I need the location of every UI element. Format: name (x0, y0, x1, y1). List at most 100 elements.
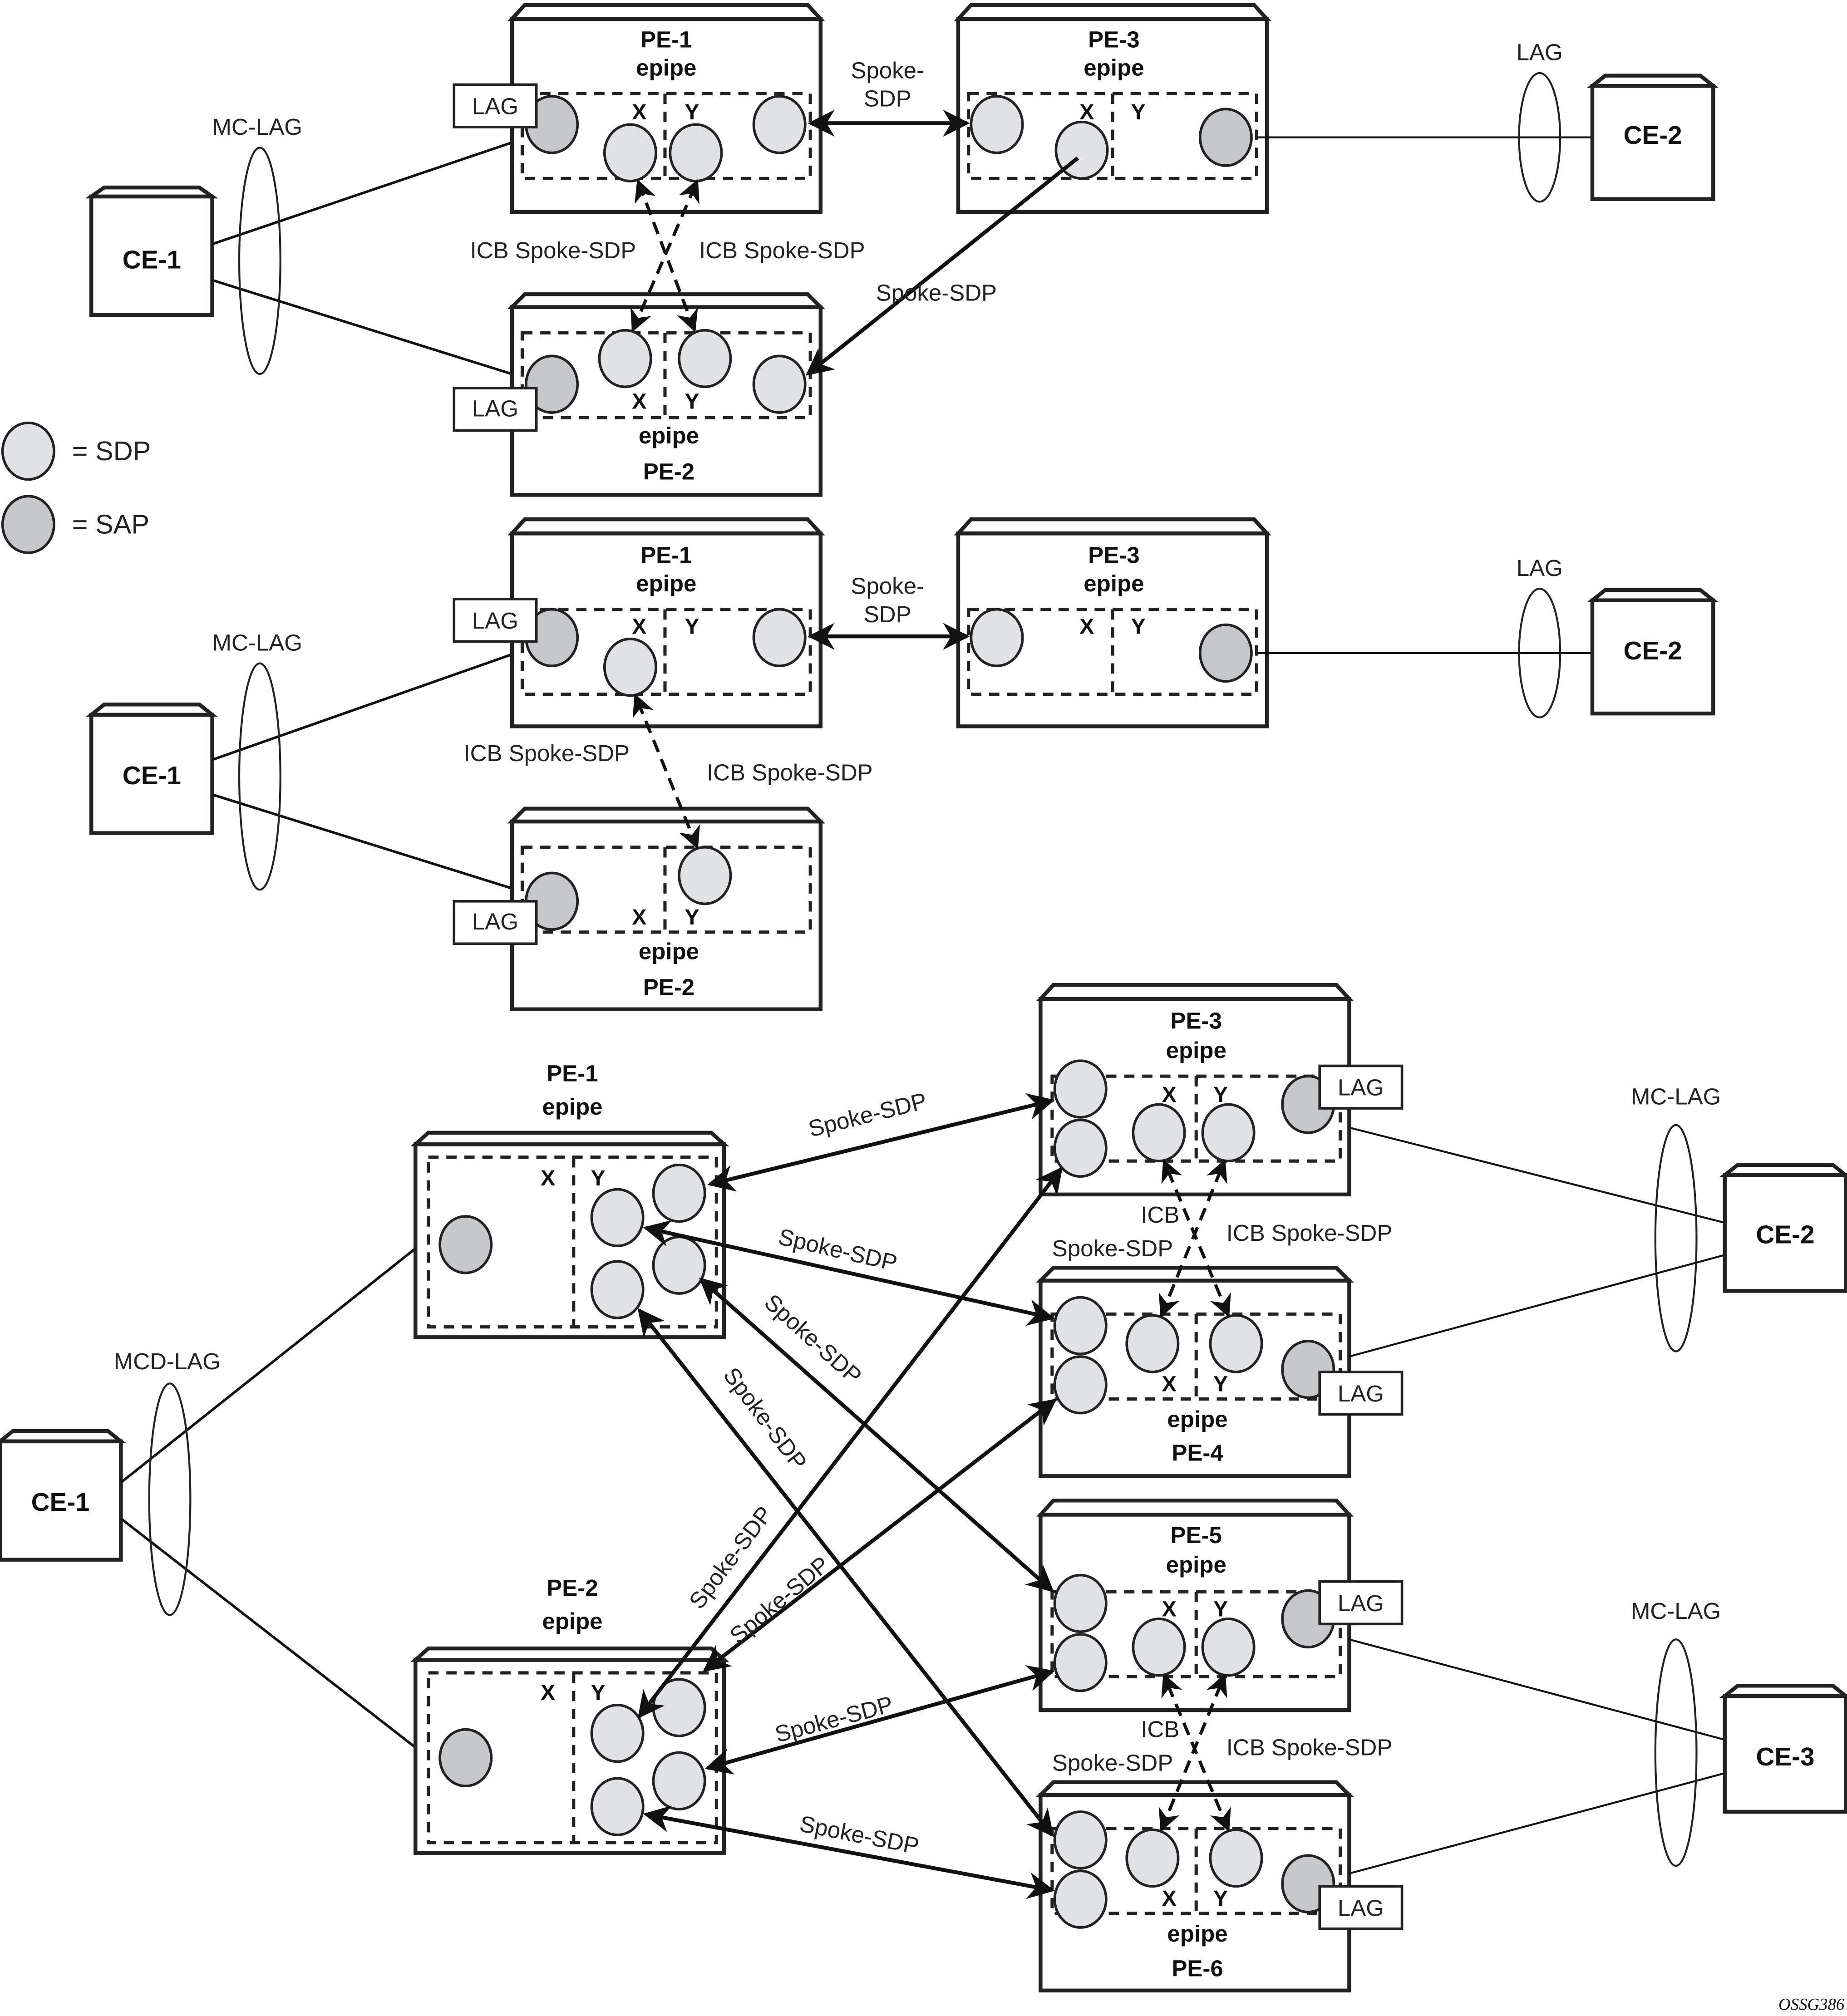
pe6-epipe: epipe (1167, 1921, 1227, 1947)
pe2-y: Y (685, 389, 699, 414)
pe2-lag: LAG (472, 909, 518, 934)
diagram-1: CE-1 MC-LAG PE-1 epipe X Y LAG (85, 3, 1719, 497)
spoke-label: Spoke-SDP (798, 1810, 921, 1859)
ce1-node: CE-1 (85, 185, 219, 317)
pe3-epipe: epipe (1166, 1038, 1226, 1063)
pe2-x: X (632, 389, 646, 414)
sdp (1209, 1828, 1263, 1888)
pe3-title: PE-3 (1088, 542, 1139, 568)
sdp (603, 123, 657, 182)
pe5-lag: LAG (1338, 1590, 1384, 1616)
ce1-label: CE-1 (31, 1488, 90, 1517)
sdp (1125, 1828, 1180, 1888)
icb-spoke-label-left: Spoke-SDP (1052, 1235, 1173, 1261)
pe2-node: PE-2 epipe X Y (410, 1575, 729, 1855)
diagram-2: CE-1 MC-LAG PE-1 epipe X Y LAG (86, 517, 1719, 1012)
sdp (752, 95, 807, 154)
icb-label-right: ICB Spoke-SDP (707, 759, 873, 785)
sdp (1053, 1573, 1108, 1633)
pe5-epipe: epipe (1166, 1552, 1226, 1578)
pe4-lag: LAG (1338, 1381, 1384, 1406)
sdp (678, 329, 732, 388)
pe3-x: X (1079, 614, 1094, 639)
pe5-y: Y (1213, 1597, 1228, 1621)
mcd-lag-label: MCD-LAG (114, 1348, 221, 1374)
ce2-node: CE-2 (1586, 588, 1719, 716)
sdp (598, 329, 652, 388)
ce1-label: CE-1 (123, 246, 181, 275)
pe1-title: PE-1 (640, 542, 692, 568)
pe6-title: PE-6 (1172, 1956, 1223, 1982)
pe1-epipe: epipe (636, 55, 696, 81)
mc-lag-ellipse (1654, 1124, 1698, 1352)
pe3-y: Y (1131, 614, 1146, 639)
icb-spoke-label-right: ICB Spoke-SDP (1226, 1734, 1393, 1760)
spoke-label: Spoke-SDP (772, 1691, 896, 1747)
sdp (1125, 1314, 1180, 1373)
pe1-epipe: epipe (542, 1094, 602, 1120)
lag-ellipse (1518, 588, 1561, 718)
ce1-label: CE-1 (123, 762, 181, 790)
pe1-x: X (632, 100, 646, 124)
sdp (1053, 1059, 1108, 1119)
pe4-node: X Y epipe PE-4 LAG (1036, 1266, 1404, 1478)
pe3-epipe: epipe (1084, 55, 1144, 81)
pe1-lag: LAG (472, 93, 518, 119)
legend-sap-circle (1, 495, 55, 554)
pe1-title: PE-1 (640, 26, 692, 52)
sap (438, 1728, 493, 1788)
spoke-top-l1: Spoke- (851, 573, 924, 599)
sdp (970, 608, 1024, 668)
legend-sdp-circle (1, 421, 55, 481)
pe4-x: X (1162, 1372, 1177, 1396)
sdp (1053, 1633, 1108, 1692)
spoke-top-l2: SDP (864, 601, 911, 627)
sap (525, 354, 579, 414)
icb-label-left: ICB Spoke-SDP (470, 237, 636, 263)
spoke-top-l1: Spoke- (851, 57, 924, 83)
mc-lag-label: MC-LAG (212, 629, 302, 655)
pe3-y: Y (1131, 100, 1146, 124)
lag-ellipse (1518, 72, 1561, 203)
mc-lag-label: MC-LAG (1631, 1084, 1721, 1110)
sdp (603, 637, 657, 697)
pe3-y: Y (1213, 1082, 1228, 1107)
pe6-x: X (1162, 1886, 1177, 1911)
sdp (590, 1260, 645, 1319)
pe2-x: X (632, 905, 646, 929)
pe5-title: PE-5 (1171, 1522, 1222, 1548)
pe5-node: PE-5 epipe X Y LAG (1036, 1499, 1404, 1712)
pe1-y: Y (685, 100, 699, 124)
sdp (1201, 1103, 1256, 1163)
pe2-epipe: epipe (542, 1608, 602, 1634)
sap (438, 1215, 493, 1274)
pe4-title: PE-4 (1172, 1440, 1223, 1465)
icb-label: ICB (1141, 1716, 1179, 1742)
lag-label: LAG (1517, 39, 1563, 65)
ce2-label: CE-2 (1756, 1221, 1814, 1249)
mc-lag-ellipse (238, 147, 281, 375)
pe1-node: PE-1 epipe X Y (410, 1061, 729, 1339)
sdp (590, 1703, 645, 1763)
pe3-epipe: epipe (1084, 570, 1144, 596)
pe1-y: Y (591, 1166, 606, 1190)
pe3-node: PE-3 epipe X Y (954, 517, 1271, 728)
pe5-x: X (1162, 1597, 1177, 1621)
pe1-node: PE-1 epipe X Y LAG (453, 517, 825, 728)
pe3-x: X (1079, 100, 1094, 124)
pe1-node: PE-1 epipe X Y LAG (453, 3, 825, 214)
spoke-label: Spoke-SDP (759, 1289, 867, 1389)
pe6-node: X Y epipe PE-6 LAG (1036, 1780, 1404, 1993)
legend-sap-label: = SAP (72, 509, 149, 539)
sdp (1132, 1103, 1186, 1163)
pe2-node: X Y epipe PE-2 LAG (453, 806, 826, 1012)
pe3-x: X (1162, 1082, 1177, 1107)
figure-id: OSSG386 (1778, 1995, 1845, 2013)
pe2-epipe: epipe (639, 423, 699, 448)
ce1-node: CE-1 (86, 703, 218, 835)
pe2-title: PE-2 (547, 1575, 598, 1601)
pe4-epipe: epipe (1167, 1406, 1227, 1432)
sdp (1209, 1314, 1263, 1373)
